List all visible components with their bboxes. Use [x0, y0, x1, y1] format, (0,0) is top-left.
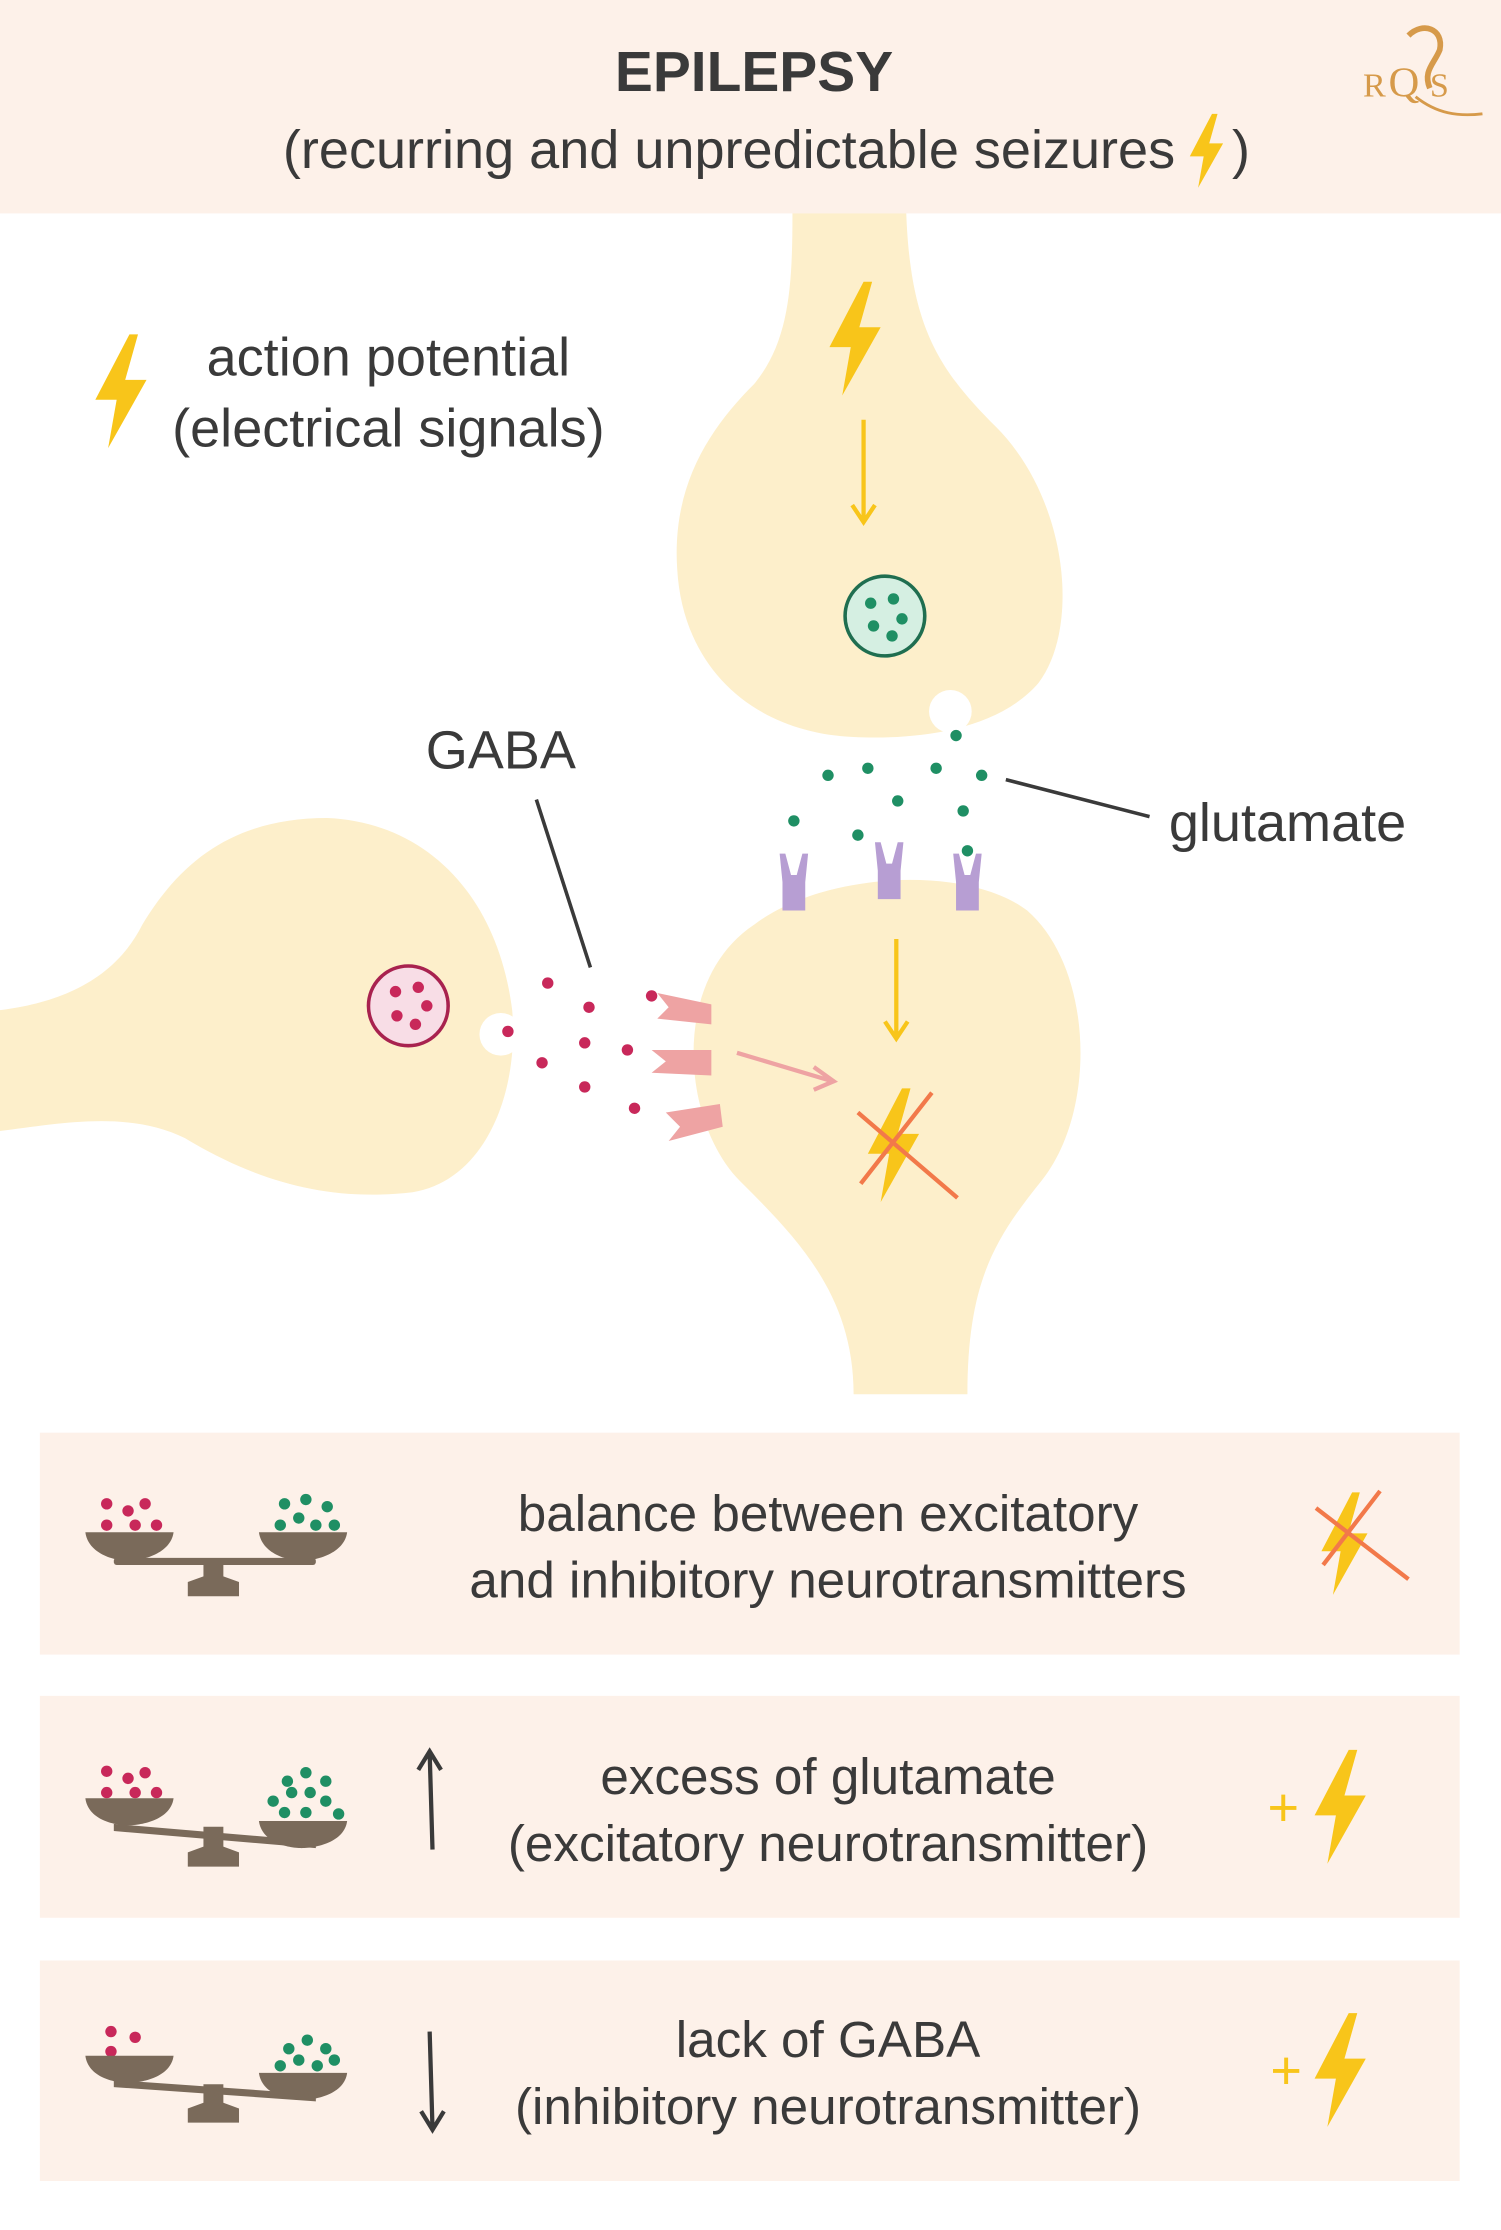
glutamate-receptors — [779, 842, 982, 911]
presynaptic-neuron-gaba — [0, 818, 514, 1195]
gaba-receptors — [651, 993, 723, 1142]
arrow-up-icon — [416, 1747, 443, 1850]
glutamate-vesicle — [843, 574, 927, 658]
glutamate-label: glutamate — [1169, 793, 1406, 853]
svg-text:R: R — [1363, 68, 1386, 105]
legend-line1: action potential — [207, 328, 571, 388]
arrow-icon — [736, 1050, 839, 1092]
presynaptic-neuron-glutamate — [676, 213, 1063, 738]
plus-sign: + — [1267, 1777, 1299, 1837]
info-row-glutamate-excess: excess of glutamate (excitatory neurotra… — [39, 1695, 1460, 1918]
row-text-line1: excess of glutamate — [600, 1748, 1055, 1805]
rqs-logo: R Q S — [1363, 25, 1483, 117]
gaba-vesicle — [366, 964, 450, 1048]
row-text-line1: balance between excitatory — [518, 1485, 1139, 1542]
arrow-down-icon — [883, 938, 910, 1043]
page-title: EPILEPSY — [615, 40, 893, 104]
page-subtitle: (recurring and unpredictable seizures — [283, 120, 1175, 180]
gaba-label: GABA — [426, 720, 576, 780]
blocked-lightning-icon — [856, 1088, 959, 1203]
arrow-down-icon — [850, 419, 877, 526]
info-row-gaba-lack: lack of GABA (inhibitory neurotransmitte… — [39, 1960, 1460, 2181]
page-subtitle-end: ) — [1232, 120, 1250, 180]
row-text-line2: (excitatory neurotransmitter) — [508, 1815, 1148, 1872]
gaba-molecules — [502, 977, 658, 1114]
header-band — [0, 0, 1501, 214]
svg-text:Q: Q — [1389, 60, 1420, 107]
arrow-down-icon — [419, 2031, 446, 2134]
row-text-line1: lack of GABA — [676, 2011, 981, 2068]
blocked-lightning-icon — [1314, 1489, 1410, 1595]
info-row-balance: balance between excitatory and inhibitor… — [39, 1432, 1460, 1655]
tilted-scale-icon — [85, 2025, 348, 2123]
legend-line2: (electrical signals) — [172, 399, 605, 459]
glutamate-molecules — [788, 729, 988, 857]
row-text-line2: and inhibitory neurotransmitters — [469, 1552, 1186, 1609]
svg-text:S: S — [1430, 68, 1449, 105]
lightning-icon — [95, 334, 147, 449]
balanced-scale-icon — [85, 1493, 348, 1597]
plus-sign: + — [1270, 2041, 1302, 2101]
tilted-scale-icon — [85, 1765, 348, 1867]
row-text-line2: (inhibitory neurotransmitter) — [515, 2078, 1141, 2135]
